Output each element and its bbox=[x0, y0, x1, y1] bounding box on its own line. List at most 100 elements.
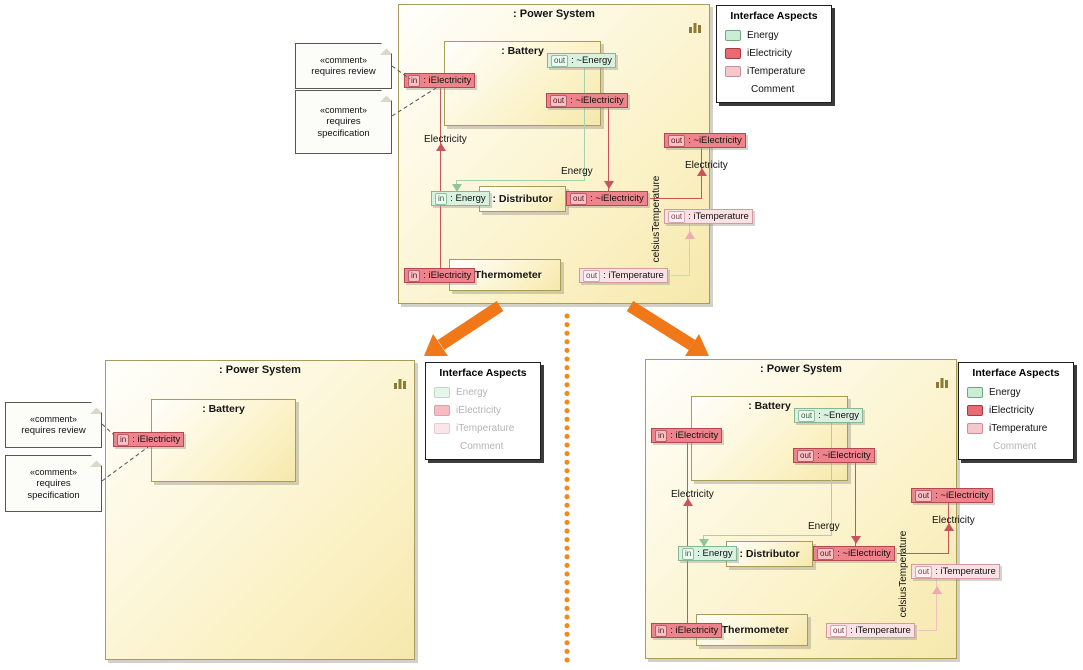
flow-label-energy: Energy bbox=[808, 521, 840, 532]
note-body: requires specification bbox=[317, 116, 370, 139]
port-direction-label: out bbox=[915, 565, 933, 578]
battery-title: : Battery bbox=[748, 400, 791, 412]
power-system-diagram-comments-variant[interactable]: : Power System : Battery in : iElectrici… bbox=[105, 360, 415, 660]
connector-energy-battery-distributor[interactable] bbox=[703, 535, 832, 536]
port-thermometer-in-ielectricity[interactable]: in : iElectricity bbox=[404, 268, 476, 283]
flow-arrowhead bbox=[683, 498, 693, 506]
flow-label-energy: Energy bbox=[561, 166, 593, 177]
port-direction-label: out bbox=[570, 192, 588, 205]
port-battery-out-ielectricity[interactable]: out : ~iElectricity bbox=[546, 93, 628, 108]
derivation-arrow-right-head[interactable] bbox=[685, 334, 709, 356]
port-battery-in-ielectricity[interactable]: in : iElectricity bbox=[404, 73, 476, 88]
port-boundary-out-itemperature[interactable]: out : iTemperature bbox=[664, 209, 753, 224]
port-distributor-in-energy[interactable]: in : Energy bbox=[678, 546, 737, 561]
itemperature-swatch-icon bbox=[434, 422, 450, 434]
port-boundary-out-ielectricity[interactable]: out : ~iElectricity bbox=[664, 133, 746, 148]
flow-arrowhead bbox=[604, 181, 614, 189]
connector-electricity-battery-thermometer[interactable] bbox=[440, 88, 441, 268]
flow-arrowhead bbox=[944, 523, 954, 531]
port-type-label: : iElectricity bbox=[670, 625, 719, 636]
port-thermometer-out-itemperature[interactable]: out : iTemperature bbox=[579, 268, 668, 283]
note-stereotype: «comment» bbox=[319, 105, 368, 115]
port-type-label: : ~iElectricity bbox=[935, 490, 989, 501]
distributor-part[interactable]: : Distributor bbox=[479, 186, 566, 212]
connector-electricity-battery-distributor[interactable] bbox=[855, 463, 856, 546]
legend-item-comment: Comment bbox=[959, 437, 1073, 455]
distributor-title: : Distributor bbox=[492, 193, 553, 205]
connector-electricity-battery-distributor[interactable] bbox=[608, 108, 609, 191]
connector-energy-battery-distributor[interactable] bbox=[584, 68, 585, 180]
flow-arrowhead bbox=[932, 586, 942, 594]
legend-item-energy: Energy bbox=[426, 383, 540, 401]
port-type-label: : ~iElectricity bbox=[570, 95, 624, 106]
comment-note-requires-review[interactable]: «comment» requires review bbox=[5, 402, 102, 448]
interface-aspects-legend[interactable]: Interface Aspects Energy iElectricity iT… bbox=[958, 362, 1074, 460]
port-battery-out-energy[interactable]: out : ~Energy bbox=[547, 53, 617, 68]
port-direction-label: in bbox=[655, 624, 668, 637]
port-type-label: : ~iElectricity bbox=[817, 450, 871, 461]
port-thermometer-out-itemperature[interactable]: out : iTemperature bbox=[826, 623, 915, 638]
connector-temperature-thermometer-boundary[interactable] bbox=[671, 275, 689, 276]
connector-electricity-distributor-boundary[interactable] bbox=[897, 553, 948, 554]
distributor-part[interactable]: : Distributor bbox=[726, 541, 813, 567]
derivation-arrow-left[interactable] bbox=[437, 300, 504, 351]
port-direction-label: out bbox=[668, 134, 686, 147]
port-distributor-out-ielectricity[interactable]: out : ~iElectricity bbox=[813, 546, 895, 561]
port-type-label: : iTemperature bbox=[603, 270, 664, 281]
legend-label: Comment bbox=[993, 440, 1037, 452]
comment-note-requires-review[interactable]: «comment» requires review bbox=[295, 43, 392, 89]
note-body: requires review bbox=[311, 66, 376, 77]
port-battery-out-ielectricity[interactable]: out : ~iElectricity bbox=[793, 448, 875, 463]
legend-item-ielectricity: iElectricity bbox=[717, 44, 831, 62]
note-stereotype: «comment» bbox=[319, 55, 368, 65]
legend-item-itemperature: iTemperature bbox=[426, 419, 540, 437]
port-distributor-out-ielectricity[interactable]: out : ~iElectricity bbox=[566, 191, 648, 206]
connector-temperature-thermometer-boundary[interactable] bbox=[936, 579, 937, 631]
connector-electricity-distributor-boundary[interactable] bbox=[650, 198, 701, 199]
port-battery-in-ielectricity[interactable]: in : iElectricity bbox=[651, 428, 723, 443]
port-direction-label: out bbox=[817, 547, 835, 560]
legend-title: Interface Aspects bbox=[972, 367, 1060, 379]
legend-item-ielectricity: iElectricity bbox=[959, 401, 1073, 419]
structure-icon bbox=[935, 376, 949, 388]
port-direction-label: out bbox=[551, 54, 569, 67]
derivation-arrow-left-head[interactable] bbox=[424, 334, 448, 356]
legend-item-itemperature: iTemperature bbox=[717, 62, 831, 80]
port-direction-label: out bbox=[797, 449, 815, 462]
port-direction-label: in bbox=[408, 74, 421, 87]
ielectricity-swatch-icon bbox=[725, 47, 741, 59]
comment-note-requires-specification[interactable]: «comment» requires specification bbox=[295, 90, 392, 154]
comment-note-requires-specification[interactable]: «comment» requires specification bbox=[5, 455, 102, 512]
energy-swatch-icon bbox=[725, 29, 741, 41]
energy-swatch-icon bbox=[967, 386, 983, 398]
flow-label-electricity: Electricity bbox=[932, 515, 975, 526]
thermometer-title: : Thermometer bbox=[468, 269, 542, 281]
power-system-diagram-original[interactable]: : Power System : Battery : Distributor :… bbox=[398, 4, 753, 304]
port-boundary-out-ielectricity[interactable]: out : ~iElectricity bbox=[911, 488, 993, 503]
flow-arrowhead bbox=[436, 143, 446, 151]
derivation-arrow-right[interactable] bbox=[626, 300, 696, 351]
note-fold-corner bbox=[90, 456, 101, 467]
connector-temperature-thermometer-boundary[interactable] bbox=[918, 630, 936, 631]
connector-energy-battery-distributor[interactable] bbox=[831, 423, 832, 535]
port-thermometer-in-ielectricity[interactable]: in : iElectricity bbox=[651, 623, 723, 638]
port-battery-in-ielectricity[interactable]: in : iElectricity bbox=[113, 432, 185, 447]
connector-electricity-battery-thermometer[interactable] bbox=[687, 443, 688, 623]
connector-energy-battery-distributor[interactable] bbox=[456, 180, 585, 181]
legend-label: iTemperature bbox=[989, 422, 1048, 434]
legend-label: Energy bbox=[747, 29, 779, 41]
port-battery-out-energy[interactable]: out : ~Energy bbox=[794, 408, 864, 423]
connector-temperature-thermometer-boundary[interactable] bbox=[689, 224, 690, 276]
itemperature-swatch-icon bbox=[725, 65, 741, 77]
battery-title: : Battery bbox=[501, 45, 544, 57]
port-distributor-in-energy[interactable]: in : Energy bbox=[431, 191, 490, 206]
battery-title: : Battery bbox=[202, 403, 245, 415]
interface-aspects-legend[interactable]: Interface Aspects Energy iElectricity iT… bbox=[425, 362, 541, 460]
interface-aspects-legend[interactable]: Interface Aspects Energy iElectricity iT… bbox=[716, 5, 832, 103]
power-system-diagram-interfaces-variant[interactable]: : Power System : Battery : Distributor :… bbox=[645, 359, 1000, 659]
flow-arrowhead bbox=[697, 168, 707, 176]
port-boundary-out-itemperature[interactable]: out : iTemperature bbox=[911, 564, 1000, 579]
power-system-title: : Power System bbox=[760, 363, 842, 375]
power-system-title: : Power System bbox=[219, 364, 301, 376]
